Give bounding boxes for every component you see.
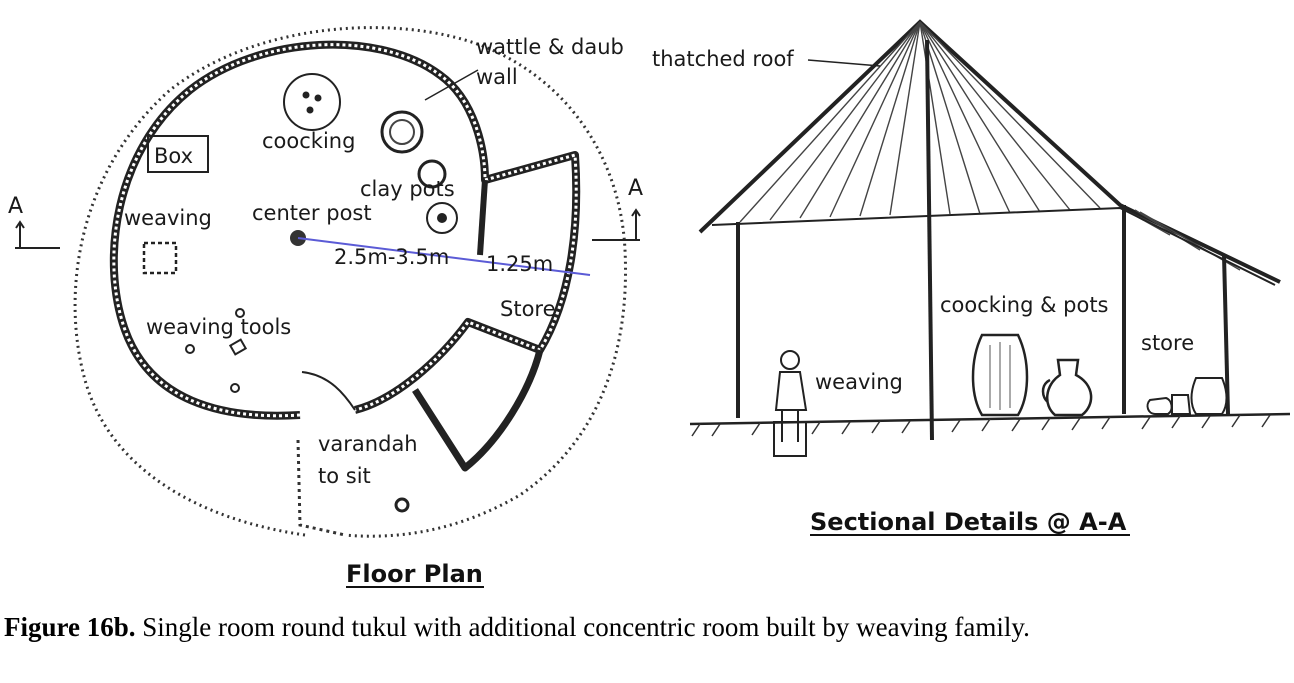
roof-outline — [698, 19, 1281, 284]
main-wall — [109, 40, 581, 420]
label-roof: thatched roof — [652, 47, 794, 71]
outer-room-wall — [412, 349, 544, 472]
store-small-pots — [1146, 394, 1192, 415]
label-to-sit: to sit — [318, 464, 371, 488]
label-varandah: varandah — [318, 432, 418, 456]
varandah-seat — [394, 497, 410, 513]
large-pot — [971, 333, 1029, 417]
label-box: Box — [154, 144, 193, 168]
floor-plan: wattle & daub wall Box coocking clay pot… — [8, 26, 643, 588]
weaving-tool — [185, 344, 195, 354]
label-weaving-section: weaving — [815, 370, 903, 394]
clay-pot-center — [437, 213, 447, 223]
label-weaving-tools: weaving tools — [146, 315, 291, 339]
weaver-head — [780, 350, 800, 370]
varandah-fence — [296, 439, 346, 537]
figure-caption: Figure 16b. Single room round tukul with… — [4, 612, 1290, 643]
roof-underside — [711, 206, 1276, 286]
caption-text: Single room round tukul with additional … — [135, 612, 1030, 642]
label-radius: 2.5m-3.5m — [334, 245, 449, 269]
weaving-pit — [773, 421, 807, 457]
label-store-width: 1.25m — [486, 252, 553, 276]
roof-leader — [807, 59, 881, 67]
weaving-tool — [228, 338, 248, 356]
label-cooking-pots: coocking & pots — [940, 293, 1109, 317]
label-store-section: store — [1141, 331, 1194, 355]
clay-pot — [417, 159, 447, 189]
label-cooking: coocking — [262, 129, 355, 153]
weaver-body — [774, 371, 808, 442]
pot-texture — [989, 342, 1011, 410]
floor-plan-title: Floor Plan — [346, 560, 483, 588]
hearth-stone — [306, 106, 314, 114]
diagram-canvas: wattle & daub wall Box coocking clay pot… — [8, 19, 1291, 588]
store-pot — [1190, 377, 1228, 415]
clay-pot — [380, 110, 424, 154]
ground-hatching — [691, 414, 1271, 437]
section-title: Sectional Details @ A-A — [810, 508, 1127, 536]
label-weaving: weaving — [124, 206, 212, 230]
door-swing — [301, 371, 356, 411]
box-symbol — [147, 135, 209, 173]
cooking-hearth — [283, 73, 341, 131]
store-partition-wall — [477, 179, 488, 256]
hearth-stone — [314, 94, 322, 102]
label-clay-pots: clay pots — [360, 177, 455, 201]
caption-label: Figure 16b. — [4, 612, 136, 642]
section-arrow-left — [15, 220, 60, 249]
center-pole — [925, 39, 934, 441]
label-store: Store — [500, 297, 556, 321]
weaving-frame — [142, 241, 178, 275]
store-post-outer — [1222, 254, 1230, 415]
label-center-post: center post — [252, 201, 372, 225]
thatch-lines — [739, 21, 1241, 271]
label-section-mark-right: A — [628, 176, 643, 201]
dimension-line — [297, 237, 591, 276]
section-arrow-right — [592, 208, 641, 241]
clay-pot — [389, 119, 415, 145]
weaving-tool — [230, 383, 240, 393]
label-wall: wattle & daub — [476, 35, 624, 59]
clay-pot — [426, 202, 458, 234]
weaving-tool — [235, 308, 245, 318]
main-wall-inner — [112, 43, 578, 418]
section-drawing: thatched roof coocking & pots store weav… — [652, 19, 1291, 536]
hearth-stone — [302, 91, 310, 99]
outer-compound-ring — [73, 26, 628, 538]
label-wall-2: wall — [476, 65, 518, 89]
label-section-mark-left: A — [8, 194, 23, 219]
jug-pot — [1041, 358, 1093, 417]
wall-leader — [424, 69, 479, 101]
